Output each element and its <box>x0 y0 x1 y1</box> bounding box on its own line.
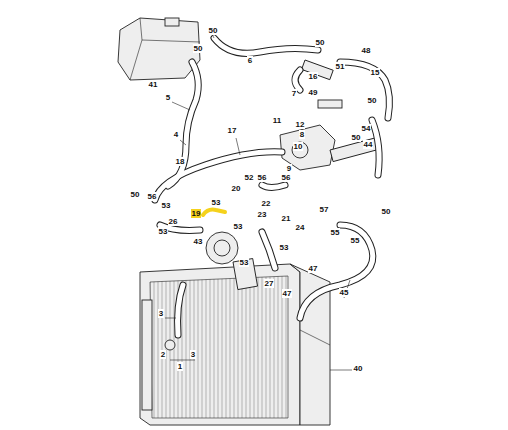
callout-number: 44 <box>363 140 374 149</box>
hoses <box>155 38 389 335</box>
callout-number: 15 <box>370 68 381 77</box>
hose-inner <box>262 232 275 268</box>
callout-number: 53 <box>279 243 290 252</box>
callout-number: 4 <box>173 130 179 139</box>
callout-number: 43 <box>193 237 204 246</box>
callout-number: 12 <box>295 120 306 129</box>
hose-inner <box>262 185 285 188</box>
highlighted-pipe <box>203 210 225 215</box>
callout-number: 53 <box>158 227 169 236</box>
callout-number: 10 <box>293 142 304 151</box>
radiator <box>140 264 330 425</box>
callout-number: 50 <box>367 96 378 105</box>
callout-number: 53 <box>211 198 222 207</box>
coolant-pump <box>206 232 258 290</box>
coolant-flange <box>280 60 381 170</box>
callout-number: 53 <box>161 201 172 210</box>
leader-lines <box>165 36 352 370</box>
callout-number: 50 <box>315 38 326 47</box>
callout-number: 11 <box>272 116 282 125</box>
callout-number: 27 <box>264 279 275 288</box>
callout-number: 47 <box>308 264 319 273</box>
expansion-tank <box>118 18 200 80</box>
callout-number: 53 <box>233 222 244 231</box>
callout-number: 23 <box>257 210 268 219</box>
callout-number: 47 <box>282 289 293 298</box>
callout-number: 22 <box>261 199 272 208</box>
callout-number: 7 <box>291 89 297 98</box>
callout-number: 50 <box>208 26 219 35</box>
callout-number: 50 <box>193 44 204 53</box>
callout-number: 5 <box>165 93 171 102</box>
callout-number: 8 <box>299 130 305 139</box>
callout-number: 3 <box>158 309 164 318</box>
callout-number: 55 <box>350 236 361 245</box>
callout-number: 52 <box>244 173 255 182</box>
callout-number: 1 <box>177 362 183 371</box>
callout-number: 48 <box>361 46 372 55</box>
hose-inner <box>295 70 300 90</box>
callout-number: 56 <box>281 173 292 182</box>
callout-number: 57 <box>319 205 330 214</box>
hose-inner <box>214 38 318 53</box>
callout-number: 24 <box>295 223 306 232</box>
callout-number: 20 <box>231 184 242 193</box>
callout-number: 17 <box>227 126 238 135</box>
callout-number: 55 <box>330 228 341 237</box>
callout-number: 41 <box>148 80 159 89</box>
callout-number: 16 <box>308 72 319 81</box>
hose-inner <box>178 285 183 335</box>
callout-number: 50 <box>351 133 362 142</box>
callout-number: 6 <box>247 56 253 65</box>
callout-number: 51 <box>335 62 346 71</box>
callout-number: 50 <box>130 190 141 199</box>
callout-number: 9 <box>286 164 292 173</box>
callout-number: 18 <box>175 157 186 166</box>
callout-number: 50 <box>381 207 392 216</box>
hose-inner <box>340 62 389 118</box>
callout-number: 54 <box>361 124 372 133</box>
callout-number: 53 <box>239 258 250 267</box>
callout-number: 40 <box>353 364 364 373</box>
callout-number: 19 <box>191 209 202 218</box>
hose-inner <box>300 225 373 318</box>
callout-number: 2 <box>160 350 166 359</box>
callout-number: 56 <box>147 192 158 201</box>
hose-inner <box>155 152 282 200</box>
callout-number: 26 <box>168 217 179 226</box>
callout-number: 49 <box>308 88 319 97</box>
callout-number: 3 <box>190 350 196 359</box>
callout-number: 21 <box>281 214 292 223</box>
callout-number: 45 <box>339 288 350 297</box>
callout-number: 56 <box>257 173 268 182</box>
